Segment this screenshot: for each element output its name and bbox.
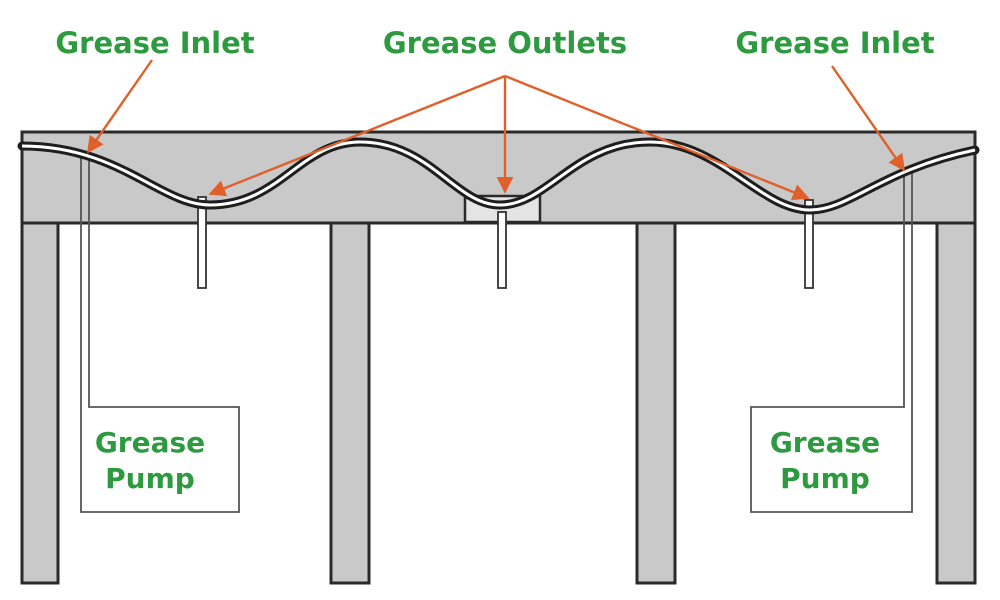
support-column-1: [20, 221, 60, 585]
arrow-inlet-right: [831, 65, 905, 172]
label-grease-pump-left-line1: Grease: [95, 426, 205, 459]
arrow-outlet-left: [208, 74, 506, 197]
grease-pump-right: [750, 172, 913, 513]
label-grease-pump-left-line2: Pump: [105, 462, 195, 495]
label-grease-inlet-right: Grease Inlet: [735, 26, 934, 60]
label-grease-pump-right-line2: Pump: [780, 462, 870, 495]
label-grease-inlet-left: Grease Inlet: [55, 26, 254, 60]
support-column-2: [329, 221, 371, 585]
grease-pump-left: [80, 150, 240, 513]
support-column-3: [635, 221, 677, 585]
leader-arrows: [87, 59, 905, 201]
grease-pipe: [17, 137, 980, 215]
arrow-inlet-left: [87, 59, 153, 154]
arrow-outlet-right: [504, 74, 810, 201]
label-grease-pump-right-line1: Grease: [770, 426, 880, 459]
outlet-drop-tubes: [197, 196, 814, 289]
support-column-4: [935, 221, 977, 585]
label-grease-outlets: Grease Outlets: [383, 26, 627, 60]
